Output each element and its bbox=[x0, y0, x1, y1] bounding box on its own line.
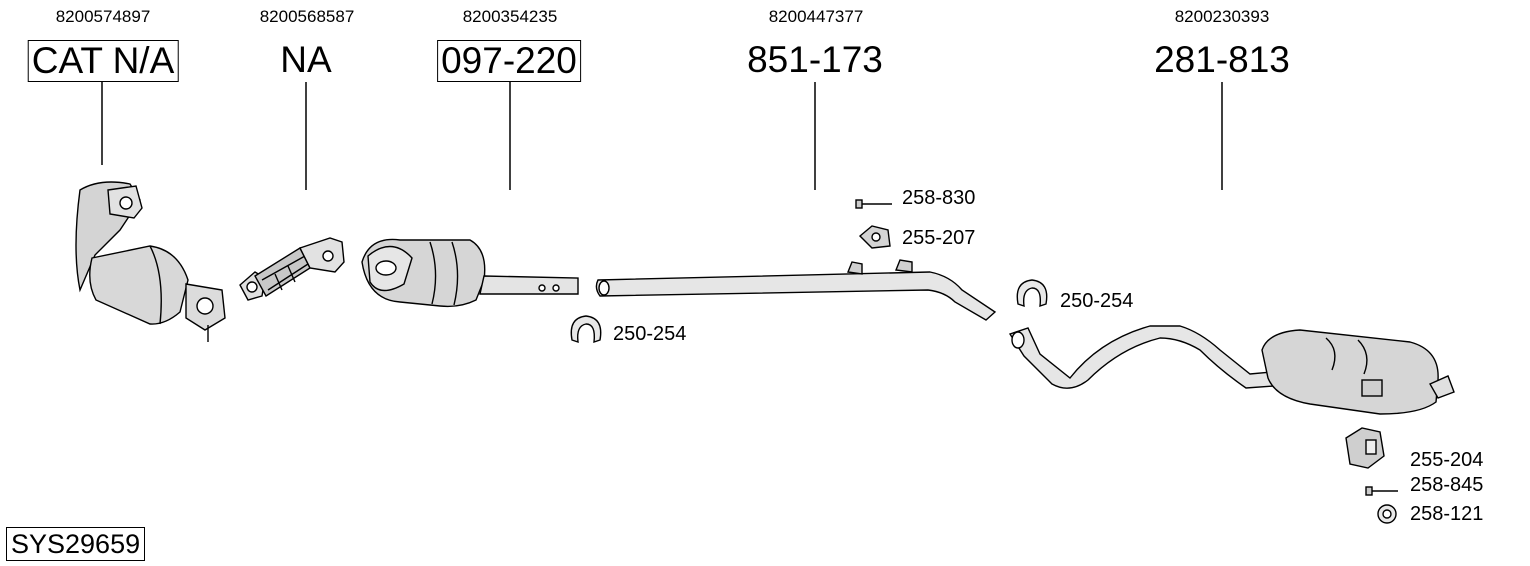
middle-pipe bbox=[595, 259, 997, 321]
label-bracket-255-204[interactable]: 255-204 bbox=[1410, 449, 1484, 471]
sealing-ring-icon bbox=[1377, 504, 1397, 524]
label-bolt-258-845[interactable]: 258-845 bbox=[1410, 474, 1484, 496]
label-clamp-250-254-a[interactable]: 250-254 bbox=[613, 323, 687, 345]
label-bolt-258-830[interactable]: 258-830 bbox=[902, 187, 976, 209]
label-bracket-255-207[interactable]: 255-207 bbox=[902, 227, 976, 249]
ref-number-rear-box: 8200230393 bbox=[1174, 7, 1270, 26]
diesel-particulate-filter bbox=[361, 238, 579, 308]
rear-silencer bbox=[1008, 325, 1455, 415]
ref-number-cat: 8200574897 bbox=[55, 7, 151, 26]
part-number-rear-box[interactable]: 281-813 bbox=[1154, 39, 1290, 80]
bolt-icon-b bbox=[1365, 486, 1398, 496]
label-clamp-250-254-b[interactable]: 250-254 bbox=[1060, 290, 1134, 312]
part-number-cat[interactable]: CAT N/A bbox=[27, 40, 179, 82]
clamp-icon-a bbox=[570, 315, 602, 344]
clamp-icon-b bbox=[1016, 279, 1048, 308]
ref-number-flex: 8200568587 bbox=[259, 7, 355, 26]
part-number-mid-pipe[interactable]: 851-173 bbox=[747, 39, 883, 80]
ref-number-dpf: 8200354235 bbox=[462, 7, 558, 26]
catalytic-converter bbox=[75, 181, 226, 342]
part-number-flex[interactable]: NA bbox=[280, 39, 332, 80]
rubber-hanger-icon bbox=[858, 225, 891, 249]
bolt-icon bbox=[855, 199, 892, 209]
system-code: SYS29659 bbox=[6, 527, 146, 561]
bracket-icon bbox=[1345, 427, 1385, 469]
leader-lines bbox=[101, 82, 1223, 190]
part-number-dpf[interactable]: 097-220 bbox=[437, 40, 581, 82]
ref-number-mid-pipe: 8200447377 bbox=[768, 7, 864, 26]
flex-pipe bbox=[239, 237, 345, 301]
label-ring-258-121[interactable]: 258-121 bbox=[1410, 503, 1484, 525]
